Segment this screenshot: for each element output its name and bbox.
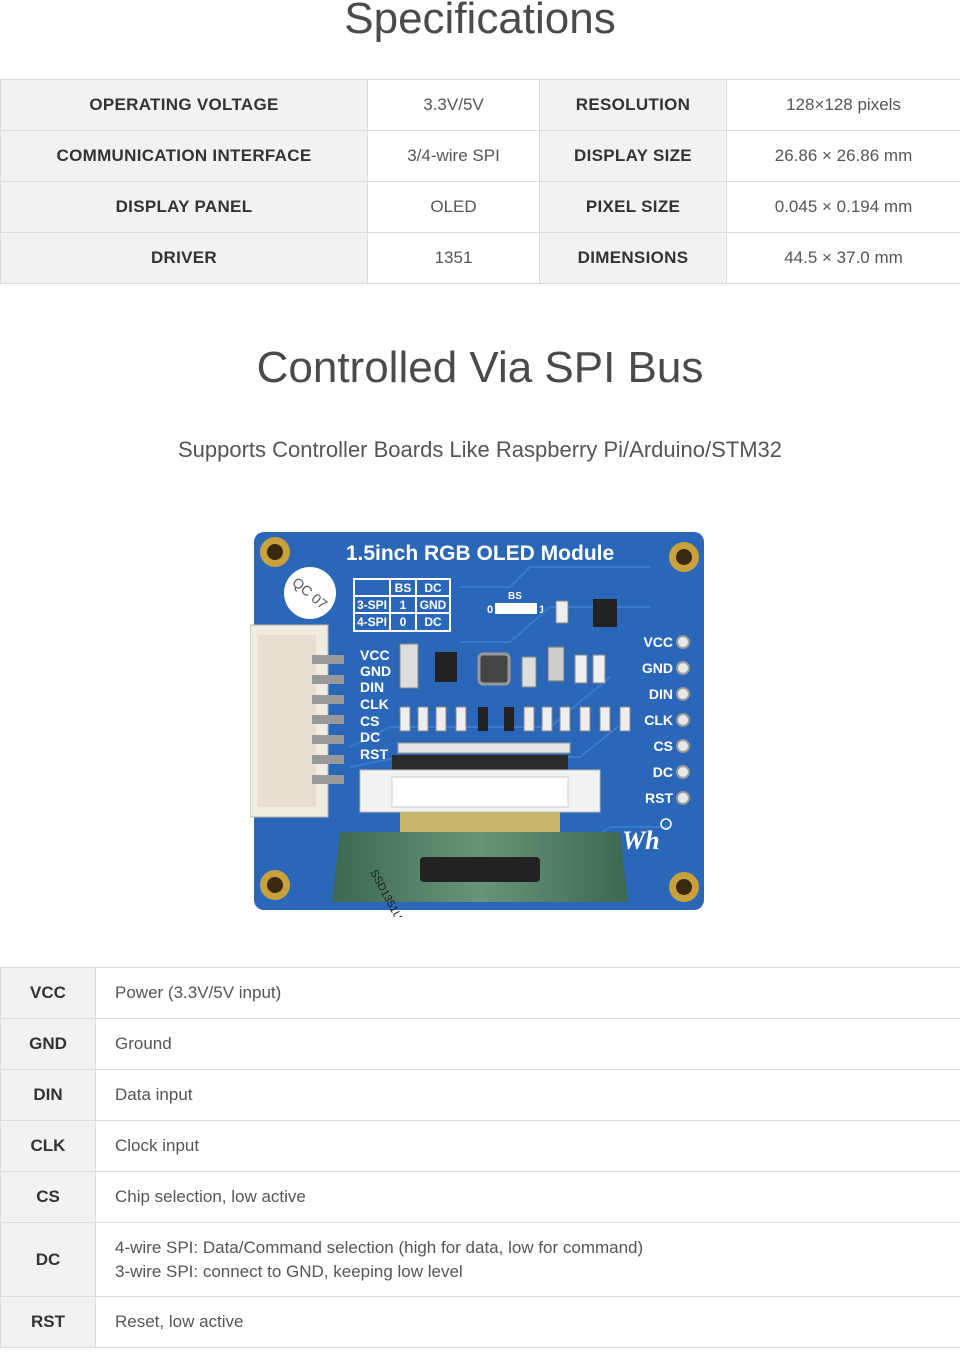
right-pin-label: CLK <box>644 712 673 728</box>
pin-row: DC 4-wire SPI: Data/Command selection (h… <box>0 1222 960 1297</box>
right-pin-label: DIN <box>649 686 673 702</box>
spec-value: OLED <box>367 181 540 233</box>
left-pin-label: CLK <box>360 696 389 712</box>
spec-value: 128×128 pixels <box>726 79 960 131</box>
flex-cable <box>400 812 560 832</box>
specifications-table: OPERATING VOLTAGE 3.3V/5V RESOLUTION 128… <box>0 79 960 284</box>
bs-table <box>353 578 451 632</box>
mounting-hole-icon <box>669 872 699 902</box>
right-pin-label: GND <box>642 660 673 676</box>
spec-key: RESOLUTION <box>539 79 727 131</box>
smd-components <box>399 599 631 732</box>
pin-name: RST <box>0 1296 96 1348</box>
spec-row: COMMUNICATION INTERFACE 3/4-wire SPI DIS… <box>0 130 960 182</box>
specifications-title: Specifications <box>344 0 616 43</box>
left-pin-label: DC <box>360 729 380 745</box>
spec-key: DRIVER <box>0 232 368 284</box>
bs-row-label: 3-SPI <box>357 598 387 612</box>
right-pin-label: CS <box>654 738 673 754</box>
mounting-hole-icon <box>669 542 699 572</box>
spec-key: COMMUNICATION INTERFACE <box>0 130 368 182</box>
bs-row-value: 0 <box>400 615 407 629</box>
left-pin-label: GND <box>360 663 391 679</box>
bs-row-value: 1 <box>400 598 407 612</box>
pin-description: Power (3.3V/5V input) <box>95 967 960 1019</box>
module-title: 1.5inch RGB OLED Module <box>346 542 614 565</box>
pin-description: Chip selection, low active <box>95 1171 960 1223</box>
spi-bus-heading: Controlled Via SPI Bus <box>256 343 704 392</box>
driver-ic <box>420 857 540 882</box>
oled-module-illustration: 1.5inch RGB OLED Module QC 07 BS DC 3-SP… <box>249 532 704 927</box>
pin-name: DIN <box>0 1069 96 1121</box>
pin-row: RST Reset, low active <box>0 1296 960 1348</box>
spec-row: DISPLAY PANEL OLED PIXEL SIZE 0.045 × 0.… <box>0 181 960 233</box>
right-pin-label: DC <box>653 764 673 780</box>
pin-row: CLK Clock input <box>0 1120 960 1172</box>
bs-row-dc: DC <box>424 615 442 629</box>
pin-description-table: VCC Power (3.3V/5V input) GND Ground DIN… <box>0 967 960 1348</box>
pin-description: 4-wire SPI: Data/Command selection (high… <box>95 1222 960 1297</box>
spi-bus-subtitle: Supports Controller Boards Like Raspberr… <box>177 437 783 462</box>
pin-name: GND <box>0 1018 96 1070</box>
pin-header-connector <box>249 624 344 818</box>
brand-logo: Wh <box>622 826 660 855</box>
pin-row: VCC Power (3.3V/5V input) <box>0 967 960 1019</box>
pin-row: DIN Data input <box>0 1069 960 1121</box>
pin-description: Ground <box>95 1018 960 1070</box>
spec-key: OPERATING VOLTAGE <box>0 79 368 131</box>
bs-jumper-zero: 0 <box>487 604 493 616</box>
bs-row-dc: GND <box>420 598 447 612</box>
pin-name: CLK <box>0 1120 96 1172</box>
bs-header: BS <box>395 581 412 595</box>
spec-value: 1351 <box>367 232 540 284</box>
pin-description: Data input <box>95 1069 960 1121</box>
dc-header: DC <box>424 581 442 595</box>
spec-value: 0.045 × 0.194 mm <box>726 181 960 233</box>
spec-value: 3.3V/5V <box>367 79 540 131</box>
spec-key: DISPLAY SIZE <box>539 130 727 182</box>
qc-sticker-icon <box>284 567 336 619</box>
registered-mark-icon <box>660 818 672 830</box>
spec-value: 3/4-wire SPI <box>367 130 540 182</box>
bs-row-label: 4-SPI <box>357 615 387 629</box>
oled-module-photo: 1.5inch RGB OLED Module QC 07 BS DC 3-SP… <box>249 527 710 927</box>
left-pin-label: VCC <box>360 647 390 663</box>
pin-row: GND Ground <box>0 1018 960 1070</box>
pin-name: VCC <box>0 967 96 1019</box>
left-pin-label: DIN <box>360 679 384 695</box>
spec-value: 26.86 × 26.86 mm <box>726 130 960 182</box>
pin-row: CS Chip selection, low active <box>0 1171 960 1223</box>
bs-jumper-label: BS <box>508 591 522 602</box>
right-pin-label: RST <box>645 790 673 806</box>
mounting-hole-icon <box>260 537 290 567</box>
left-pin-label: CS <box>360 713 379 729</box>
right-pin-label: VCC <box>643 634 673 650</box>
bs-jumper-one: 1 <box>539 604 545 616</box>
left-pin-label: RST <box>360 746 388 762</box>
spec-row: DRIVER 1351 DIMENSIONS 44.5 × 37.0 mm <box>0 232 960 284</box>
pin-name: CS <box>0 1171 96 1223</box>
spec-key: DISPLAY PANEL <box>0 181 368 233</box>
spec-value: 44.5 × 37.0 mm <box>726 232 960 284</box>
pin-name: DC <box>0 1222 96 1297</box>
mounting-hole-icon <box>260 870 290 900</box>
right-pin-pads <box>676 635 690 805</box>
pin-description: Clock input <box>95 1120 960 1172</box>
fpc-connector <box>359 742 601 813</box>
bs-jumper-pads <box>495 603 537 614</box>
spec-key: DIMENSIONS <box>539 232 727 284</box>
spec-row: OPERATING VOLTAGE 3.3V/5V RESOLUTION 128… <box>0 79 960 131</box>
pin-description: Reset, low active <box>95 1296 960 1348</box>
spec-key: PIXEL SIZE <box>539 181 727 233</box>
